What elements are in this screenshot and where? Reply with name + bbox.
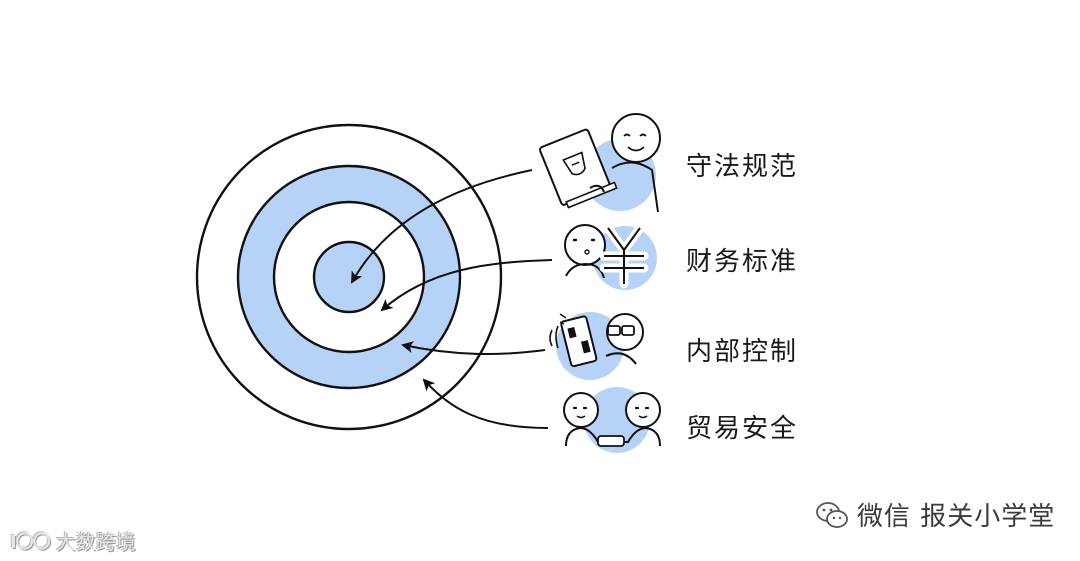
person-holding-phone-icon (549, 312, 644, 380)
arrow-ring-2 (380, 259, 553, 312)
person-with-yuan-sign-icon (564, 223, 657, 290)
watermark-left-logo: I〇〇 (10, 531, 51, 553)
arrow-ring-4 (422, 378, 549, 429)
watermark-left-text: 大数跨境 (55, 530, 136, 554)
watermark-right-text: 微信 报关小学堂 (857, 502, 1056, 532)
ring-label-4: 贸易安全 (686, 414, 799, 444)
ring-label-2: 财务标准 (686, 247, 799, 277)
arrow-ring-3 (401, 341, 546, 356)
two-people-handshake-icon (563, 387, 661, 453)
wechat-icon (816, 501, 848, 528)
person-holding-law-book-icon (539, 113, 661, 213)
ring-label-1: 守法规范 (686, 152, 799, 182)
watermark-right: 微信 报关小学堂 (815, 496, 1055, 533)
ring-label-3: 内部控制 (686, 337, 799, 367)
arrow-ring-1 (351, 169, 533, 284)
watermark-left: I〇〇 大数跨境 (10, 526, 136, 555)
